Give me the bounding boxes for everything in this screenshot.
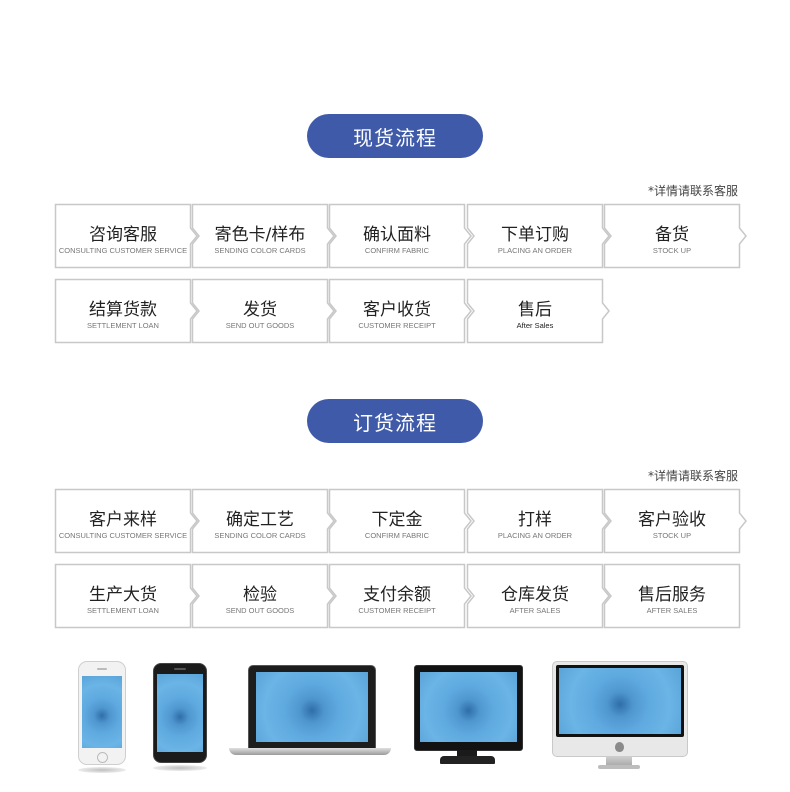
step-arrow-frame [603, 488, 747, 554]
step-label-en: SENDING COLOR CARDS [214, 531, 306, 540]
step-arrow-frame [54, 203, 198, 269]
spot-process-row-1: 咨询客服 CONSULTING CUSTOMER SERVICE 寄色卡/样布 … [54, 203, 755, 269]
process-step: 发货 SEND OUT GOODS [191, 278, 335, 344]
process-step: 客户验收 STOCK UP [603, 488, 747, 554]
step-label: 确定工艺 [226, 510, 294, 530]
step-label-en: CONSULTING CUSTOMER SERVICE [58, 246, 188, 255]
step-label-en: PLACING AN ORDER [497, 246, 573, 255]
step-label-en: SETTLEMENT LOAN [87, 321, 159, 330]
step-arrow-frame [466, 563, 610, 629]
step-label-en: CONFIRM FABRIC [364, 531, 430, 540]
black-phone-image [153, 663, 207, 763]
process-step: 备货 STOCK UP [603, 203, 747, 269]
apple-icon [615, 742, 624, 752]
step-label: 仓库发货 [501, 585, 569, 605]
step-label-en: AFTER SALES [509, 606, 561, 615]
step-label: 备货 [655, 225, 689, 245]
step-label-en: SEND OUT GOODS [225, 321, 295, 330]
step-label: 确认面料 [363, 225, 431, 245]
process-step: 客户来样 CONSULTING CUSTOMER SERVICE [54, 488, 198, 554]
step-arrow-frame [54, 563, 198, 629]
process-step: 打样 PLACING AN ORDER [466, 488, 610, 554]
step-label-en: SEND OUT GOODS [225, 606, 295, 615]
step-arrow-frame [54, 278, 198, 344]
step-arrow-frame [191, 488, 335, 554]
step-label-en: PLACING AN ORDER [497, 531, 573, 540]
process-step: 售后 After Sales [466, 278, 610, 344]
device-showcase [0, 655, 790, 785]
order-process-row-2: 生产大货 SETTLEMENT LOAN 检验 SEND OUT GOODS 支… [54, 563, 755, 629]
process-step: 客户收货 CUSTOMER RECEIPT [328, 278, 472, 344]
order-process-title: 订货流程 [307, 399, 483, 443]
process-step: 寄色卡/样布 SENDING COLOR CARDS [191, 203, 335, 269]
step-label-en: After Sales [516, 321, 554, 330]
step-label-en: AFTER SALES [646, 606, 698, 615]
step-arrow-frame [191, 278, 335, 344]
step-label: 发货 [243, 300, 277, 320]
step-label: 生产大货 [89, 585, 157, 605]
step-label-en: STOCK UP [652, 531, 692, 540]
process-step: 检验 SEND OUT GOODS [191, 563, 335, 629]
step-arrow-frame [466, 488, 610, 554]
step-arrow-frame [191, 203, 335, 269]
step-arrow-frame [466, 278, 610, 344]
process-step: 结算货款 SETTLEMENT LOAN [54, 278, 198, 344]
step-label-en: SENDING COLOR CARDS [214, 246, 306, 255]
step-label-en: SETTLEMENT LOAN [87, 606, 159, 615]
step-label: 客户验收 [638, 510, 706, 530]
step-label: 结算货款 [89, 300, 157, 320]
step-arrow-frame [328, 488, 472, 554]
step-label: 下单订购 [501, 225, 569, 245]
spot-process-row-2: 结算货款 SETTLEMENT LOAN 发货 SEND OUT GOODS 客… [54, 278, 615, 344]
step-arrow-frame [54, 488, 198, 554]
contact-note: *详情请联系客服 [647, 184, 738, 198]
monitor-image [414, 665, 523, 751]
order-process-row-1: 客户来样 CONSULTING CUSTOMER SERVICE 确定工艺 SE… [54, 488, 755, 554]
step-label: 咨询客服 [89, 225, 157, 245]
step-label-en: CONFIRM FABRIC [364, 246, 430, 255]
step-label: 检验 [243, 585, 277, 605]
step-label-en: CUSTOMER RECEIPT [358, 606, 436, 615]
step-label: 售后 [518, 300, 552, 320]
step-label-en: CUSTOMER RECEIPT [358, 321, 436, 330]
white-phone-image [78, 661, 126, 765]
process-step: 下定金 CONFIRM FABRIC [328, 488, 472, 554]
process-step: 确认面料 CONFIRM FABRIC [328, 203, 472, 269]
imac-image [552, 661, 688, 757]
step-label: 支付余额 [363, 585, 431, 605]
contact-note: *详情请联系客服 [647, 469, 738, 483]
process-step: 售后服务 AFTER SALES [603, 563, 741, 629]
step-label: 售后服务 [638, 585, 706, 605]
step-label: 下定金 [371, 510, 423, 530]
process-step: 仓库发货 AFTER SALES [466, 563, 610, 629]
step-label: 客户收货 [363, 300, 431, 320]
process-step: 支付余额 CUSTOMER RECEIPT [328, 563, 472, 629]
laptop-image [248, 665, 376, 749]
process-step: 生产大货 SETTLEMENT LOAN [54, 563, 198, 629]
step-arrow-frame [191, 563, 335, 629]
step-label: 客户来样 [89, 510, 157, 530]
process-step: 咨询客服 CONSULTING CUSTOMER SERVICE [54, 203, 198, 269]
step-arrow-frame [603, 203, 747, 269]
step-label-en: CONSULTING CUSTOMER SERVICE [58, 531, 188, 540]
step-label: 打样 [518, 510, 552, 530]
step-arrow-frame [328, 278, 472, 344]
step-label: 寄色卡/样布 [214, 225, 306, 245]
process-step: 确定工艺 SENDING COLOR CARDS [191, 488, 335, 554]
step-arrow-frame [328, 563, 472, 629]
step-arrow-frame [328, 203, 472, 269]
step-arrow-frame [603, 563, 741, 629]
process-step: 下单订购 PLACING AN ORDER [466, 203, 610, 269]
step-label-en: STOCK UP [652, 246, 692, 255]
step-arrow-frame [466, 203, 610, 269]
spot-process-title: 现货流程 [307, 114, 483, 158]
